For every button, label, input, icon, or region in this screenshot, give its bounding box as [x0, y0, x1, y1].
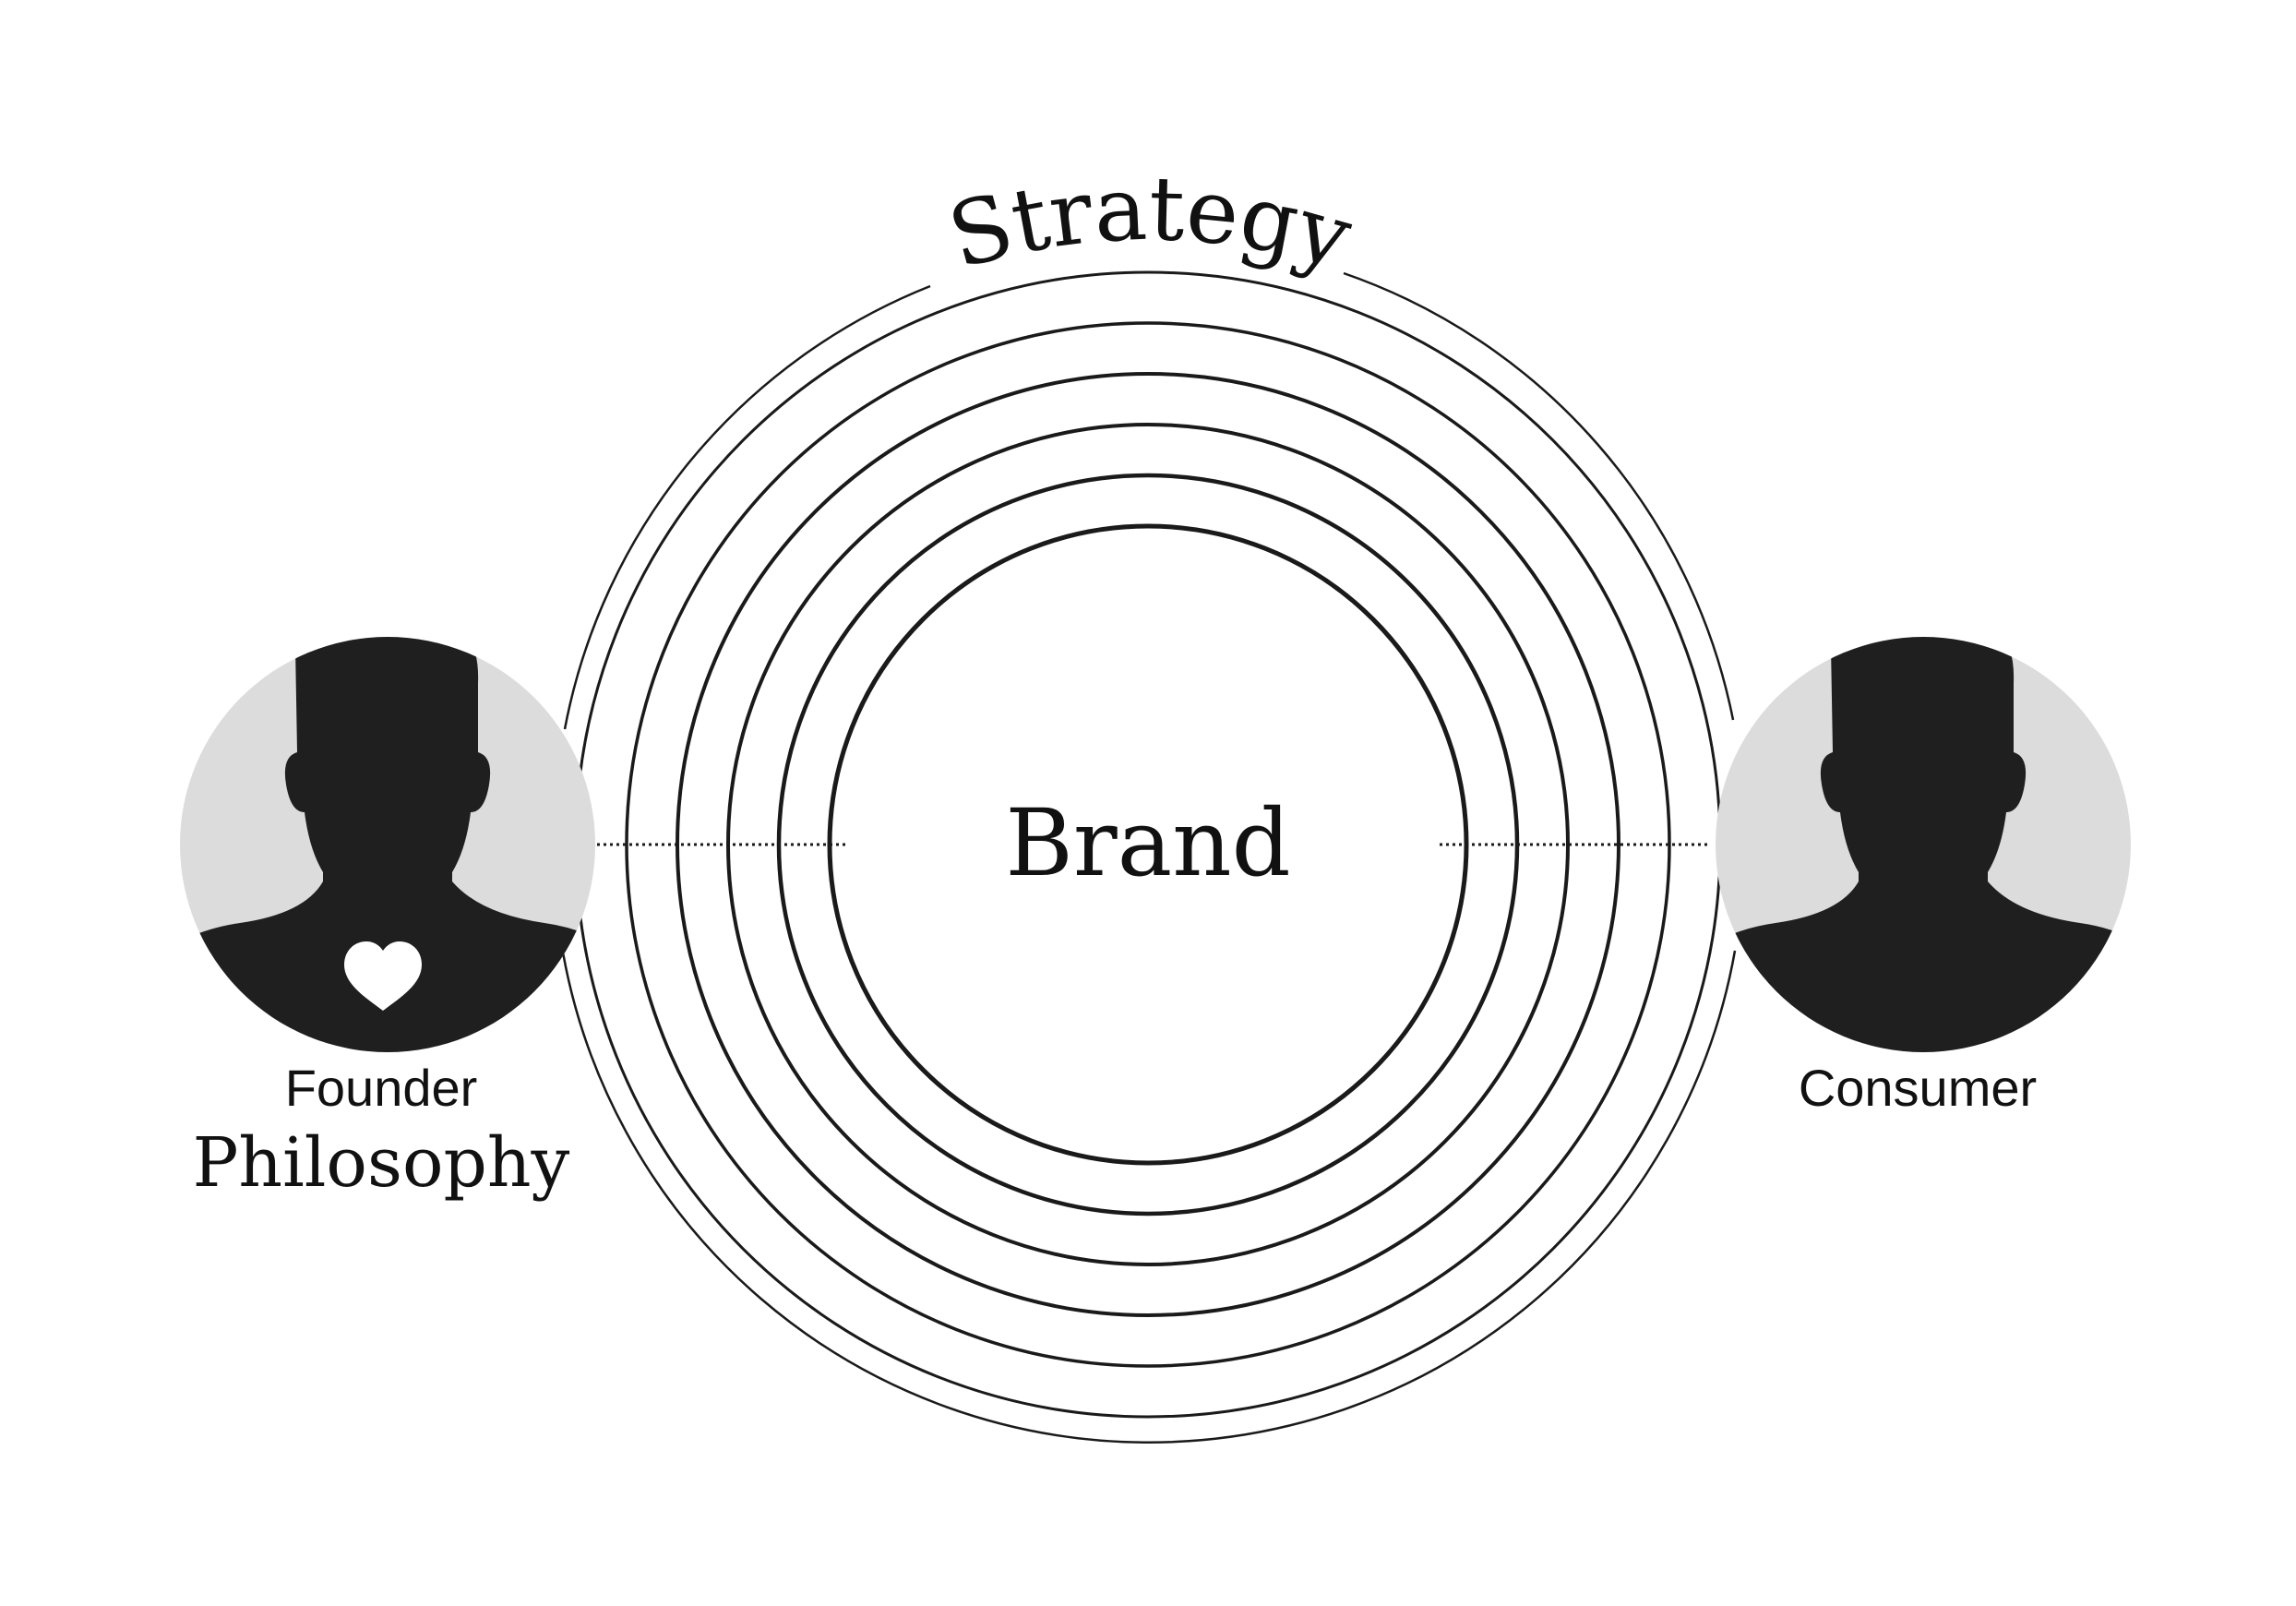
outer-arc-bottom	[559, 941, 1737, 1444]
outer-arc-left	[563, 284, 931, 730]
person-silhouette-icon	[1716, 637, 2131, 1052]
consumer-label: Consumer	[1799, 1059, 2037, 1117]
ring-5	[625, 321, 1671, 1368]
founder-label: Founder	[285, 1059, 478, 1117]
consumer-avatar	[1716, 637, 2131, 1052]
ring-1	[827, 523, 1469, 1166]
heart-icon	[344, 941, 422, 1011]
outer-arc-right	[1343, 271, 1735, 721]
ring-4	[676, 372, 1620, 1317]
philosophy-label: Philosophy	[193, 1123, 570, 1203]
ring-2	[776, 473, 1520, 1216]
founder-avatar	[180, 637, 595, 1052]
strategy-outer-arc	[559, 271, 1737, 1444]
strategy-label: Strategy	[939, 157, 1362, 290]
ring-3	[726, 423, 1570, 1266]
brand-label: Brand	[1005, 789, 1290, 897]
person-silhouette-icon	[180, 637, 595, 1052]
